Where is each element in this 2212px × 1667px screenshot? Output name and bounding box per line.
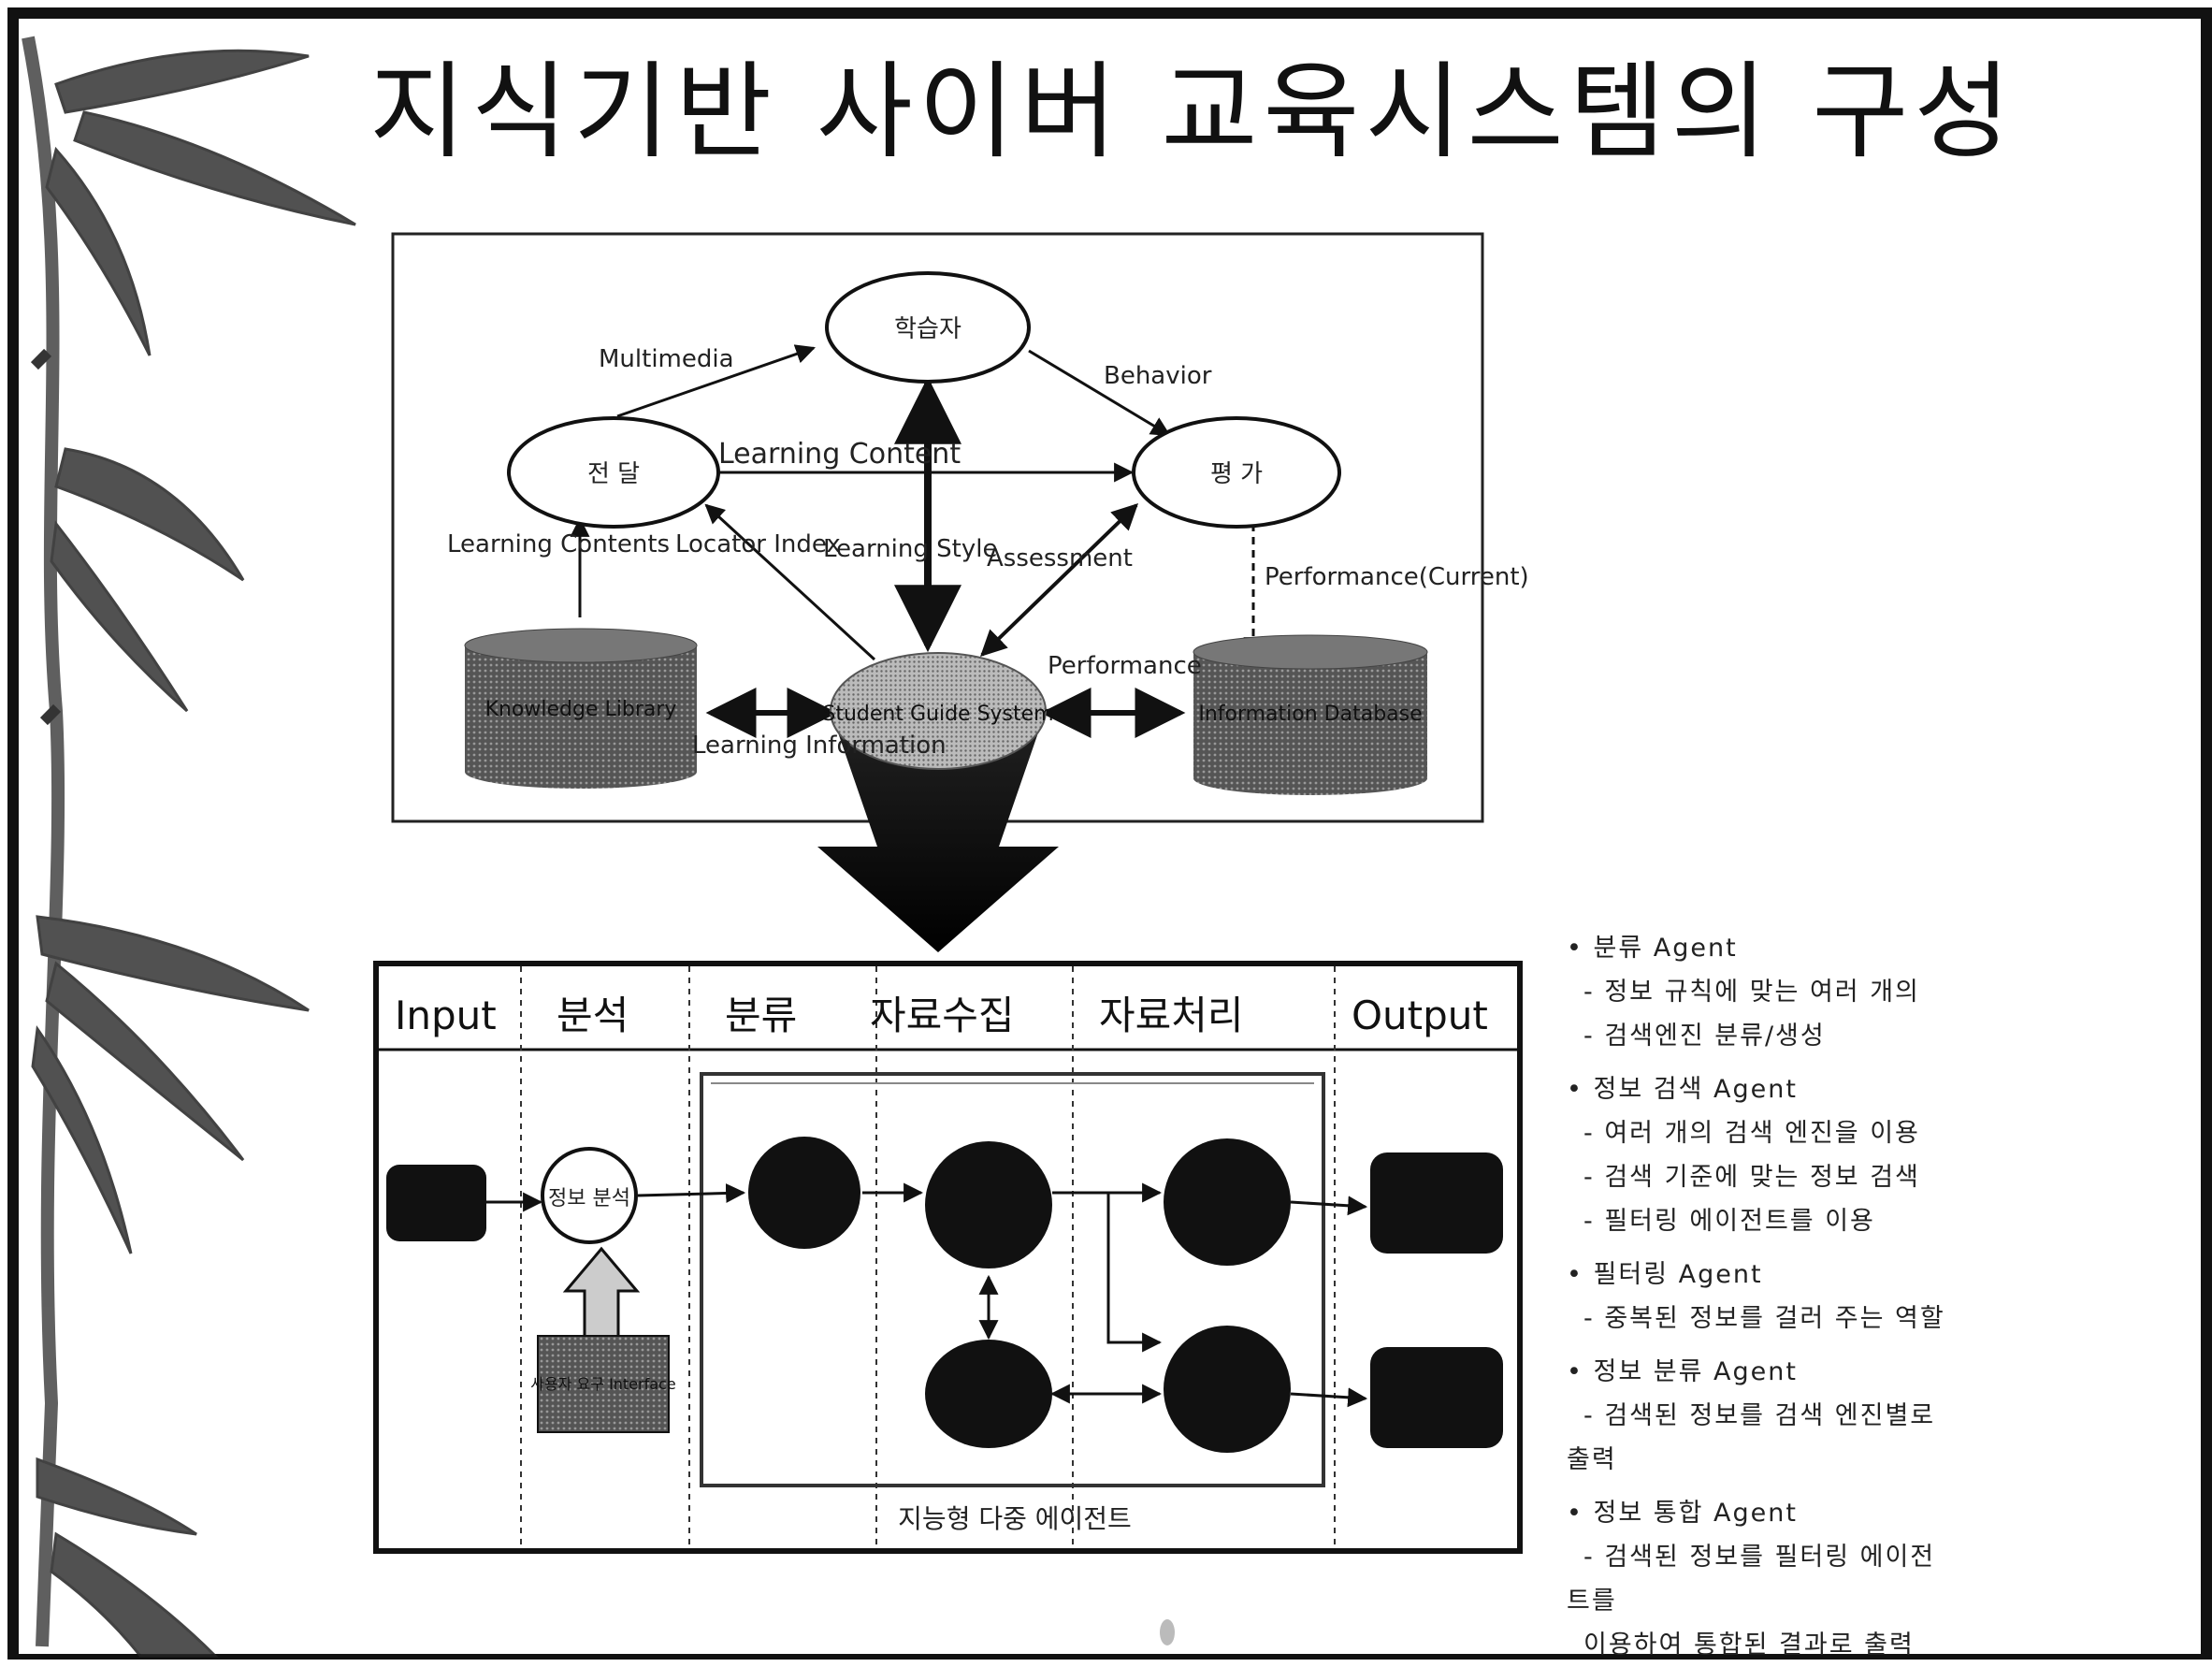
output-block-2 (1370, 1347, 1503, 1448)
process-node-bottom (1164, 1326, 1291, 1453)
learner-label: 학습자 (894, 315, 961, 343)
arrow-locator-index (704, 503, 876, 661)
behavior-label: Behavior (1104, 362, 1212, 390)
bullet-item: 이용하여 통합된 결과로 출력 (1583, 1631, 1915, 1660)
student-guide-label: Student Guide System (822, 703, 1053, 726)
col-header-analysis: 분석 (557, 993, 629, 1038)
up-arrow-interface (562, 1246, 641, 1340)
agent-group-label: 지능형 다중 에이전트 (898, 1503, 1132, 1534)
learning-information-label: Learning Information (692, 732, 947, 760)
performance-label: Performance (1048, 652, 1202, 680)
arrow-output-1 (1290, 1196, 1368, 1216)
bullet-item: - 검색엔진 분류/생성 (1583, 1022, 1826, 1051)
output-block-1 (1370, 1152, 1503, 1254)
cylinder-knowledge-library (464, 628, 698, 789)
agent-description-list: • 분류 Agent - 정보 규칙에 맞는 여러 개의 - 검색엔진 분류/생성 •… (1567, 926, 2053, 1660)
bullet-item: - 검색된 정보를 검색 엔진별로 (1583, 1401, 1936, 1430)
assessment-label: Assessment (987, 544, 1133, 573)
process-node-top (1164, 1138, 1291, 1266)
arrow-assessment (979, 503, 1139, 657)
classify-node (748, 1137, 860, 1249)
learning-content-label: Learning Content (718, 438, 961, 471)
collect-node-top (925, 1141, 1052, 1268)
analysis-node (541, 1147, 638, 1244)
bullet-heading: • 정보 분류 Agent (1567, 1357, 1798, 1386)
bullet-item: - 중복된 정보를 걸러 주는 역할 (1583, 1304, 1945, 1333)
slide-border (7, 7, 2212, 1660)
performance-current-label: Performance(Current) (1265, 563, 1529, 591)
bullet-heading: • 정보 검색 Agent (1567, 1075, 1798, 1104)
learning-style-label: Learning Style (823, 535, 997, 563)
scan-smudge (1160, 1619, 1175, 1645)
col-header-process: 자료처리 (1099, 993, 1244, 1038)
bullet-item: 트를 (1567, 1587, 1617, 1616)
agent-group-box (700, 1072, 1325, 1487)
node-learner (825, 271, 1031, 384)
delivery-label: 전 달 (587, 460, 640, 488)
arrow-output-2 (1290, 1387, 1368, 1408)
col-header-output: Output (1352, 993, 1488, 1038)
bullet-heading: • 필터링 Agent (1567, 1260, 1763, 1289)
learning-contents-label: Learning Contents (447, 530, 670, 558)
cylinder-information-db (1193, 634, 1428, 795)
locator-index-label: Locator Index (675, 530, 841, 558)
knowledge-library-label: Knowledge Library (485, 698, 677, 721)
bottom-diagram-box (373, 961, 1523, 1554)
bullet-item: - 여러 개의 검색 엔진을 이용 (1583, 1119, 1920, 1148)
bullet-heading: • 분류 Agent (1567, 934, 1738, 963)
arrow-analysis-classify (637, 1183, 746, 1203)
bamboo-decoration (22, 36, 356, 1658)
evaluation-label: 평 가 (1210, 460, 1263, 488)
arrow-multimedia (616, 344, 816, 418)
page-title: 지식기반 사이버 교육시스템의 구성 (369, 51, 2017, 173)
collect-node-bottom (925, 1340, 1052, 1448)
bullet-heading: • 정보 통합 Agent (1567, 1499, 1798, 1528)
interface-block (537, 1335, 670, 1433)
student-guide-funnel (817, 652, 1059, 952)
analysis-node-label: 정보 분석 (548, 1187, 630, 1210)
multimedia-label: Multimedia (599, 345, 734, 373)
node-evaluation (1132, 416, 1341, 529)
interface-label: 사용자 요구 Interface (530, 1375, 675, 1393)
col-header-classify: 분류 (725, 993, 797, 1038)
bullet-item: - 필터링 에이전트를 이용 (1583, 1207, 1875, 1236)
arrow-behavior (1028, 349, 1171, 437)
col-header-collect: 자료수집 (870, 993, 1015, 1038)
bullet-item: - 정보 규칙에 맞는 여러 개의 (1583, 978, 1920, 1007)
information-db-label: Information Database (1198, 703, 1422, 726)
bullet-item: - 검색 기준에 맞는 정보 검색 (1583, 1163, 1920, 1192)
bullet-item: 출력 (1567, 1445, 1617, 1474)
arrow-branch-process (1106, 1193, 1163, 1353)
node-delivery (507, 416, 720, 529)
bullet-item: - 검색된 정보를 필터링 에이전 (1583, 1543, 1936, 1572)
col-header-input: Input (395, 993, 497, 1038)
input-block (386, 1165, 486, 1241)
